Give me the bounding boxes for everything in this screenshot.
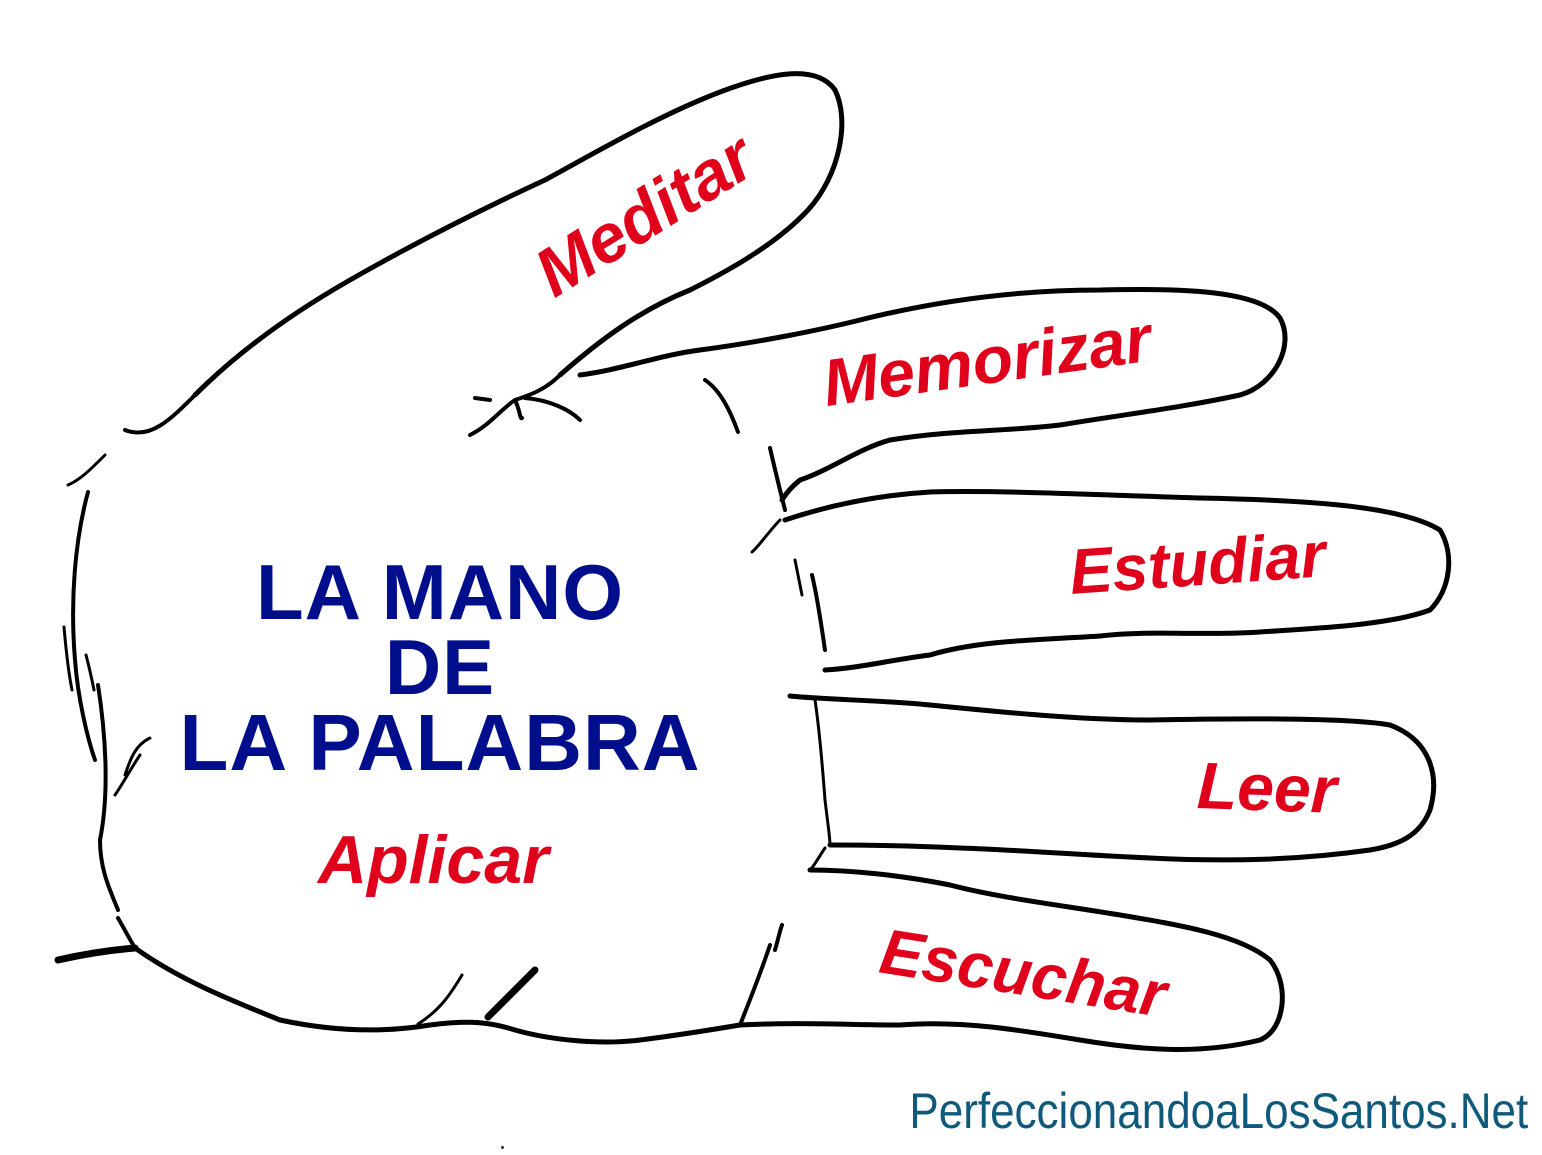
- ring-label-leer: Leer: [1195, 748, 1338, 827]
- title-line-1: LA MANO: [255, 548, 625, 636]
- index-outline: [577, 286, 1288, 503]
- middle-outline: [782, 489, 1452, 673]
- stray-dot: [501, 1146, 504, 1149]
- thumb-outline: [192, 71, 845, 398]
- title-line-2: DE: [384, 623, 496, 711]
- palm-label-aplicar: Aplicar: [318, 822, 549, 898]
- middle-label-estudiar: Estudiar: [1067, 518, 1328, 608]
- footer-website: PerfeccionandoaLosSantos.Net: [909, 1083, 1528, 1139]
- ring-outline: [787, 693, 1437, 863]
- pinky-outline: [807, 867, 1285, 1052]
- title-line-3: LA PALABRA: [179, 698, 701, 787]
